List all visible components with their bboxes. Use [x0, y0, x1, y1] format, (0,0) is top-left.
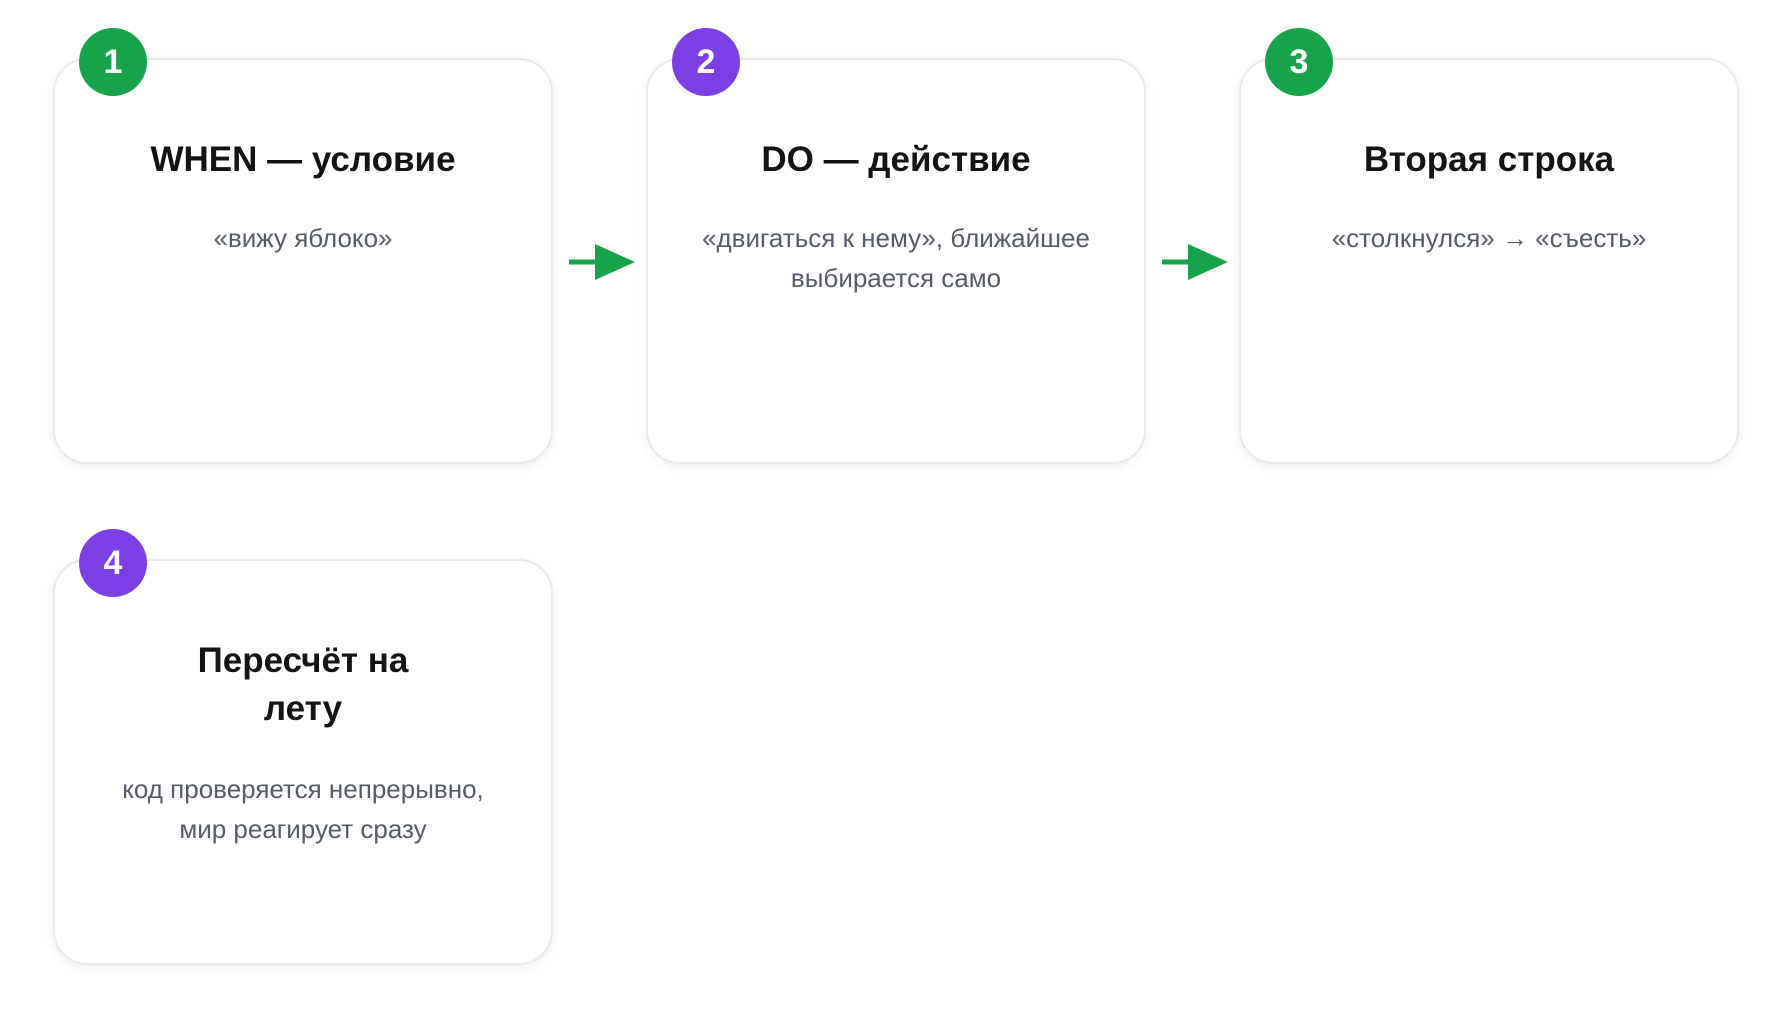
step-title: WHEN — условие: [150, 140, 456, 179]
step-description: «двигаться к нему», ближайшее выбирается…: [702, 223, 1090, 293]
right-arrow-icon: [569, 244, 635, 280]
step-card-1: WHEN — условие «вижу яблоко»: [53, 58, 553, 464]
step-number-badge: 1: [79, 28, 147, 96]
step-description: «столкнулся» → «съесть»: [1331, 223, 1647, 253]
right-arrow-icon: [1162, 244, 1228, 280]
step-number-badge: 2: [672, 28, 740, 96]
step-title: Пересчёт на лету: [197, 641, 409, 728]
step-number-badge: 3: [1265, 28, 1333, 96]
step-number-badge: 4: [79, 529, 147, 597]
step-card-3: Вторая строка «столкнулся» → «съесть»: [1239, 58, 1739, 464]
step-description: код проверяется непрерывно, мир реагируе…: [122, 774, 484, 844]
step-card-2: DO — действие «двигаться к нему», ближай…: [646, 58, 1146, 464]
step-title: Вторая строка: [1363, 140, 1615, 179]
step-card-4: Пересчёт на лету код проверяется непреры…: [53, 559, 553, 965]
step-title: DO — действие: [761, 140, 1031, 179]
step-description: «вижу яблоко»: [213, 223, 393, 253]
